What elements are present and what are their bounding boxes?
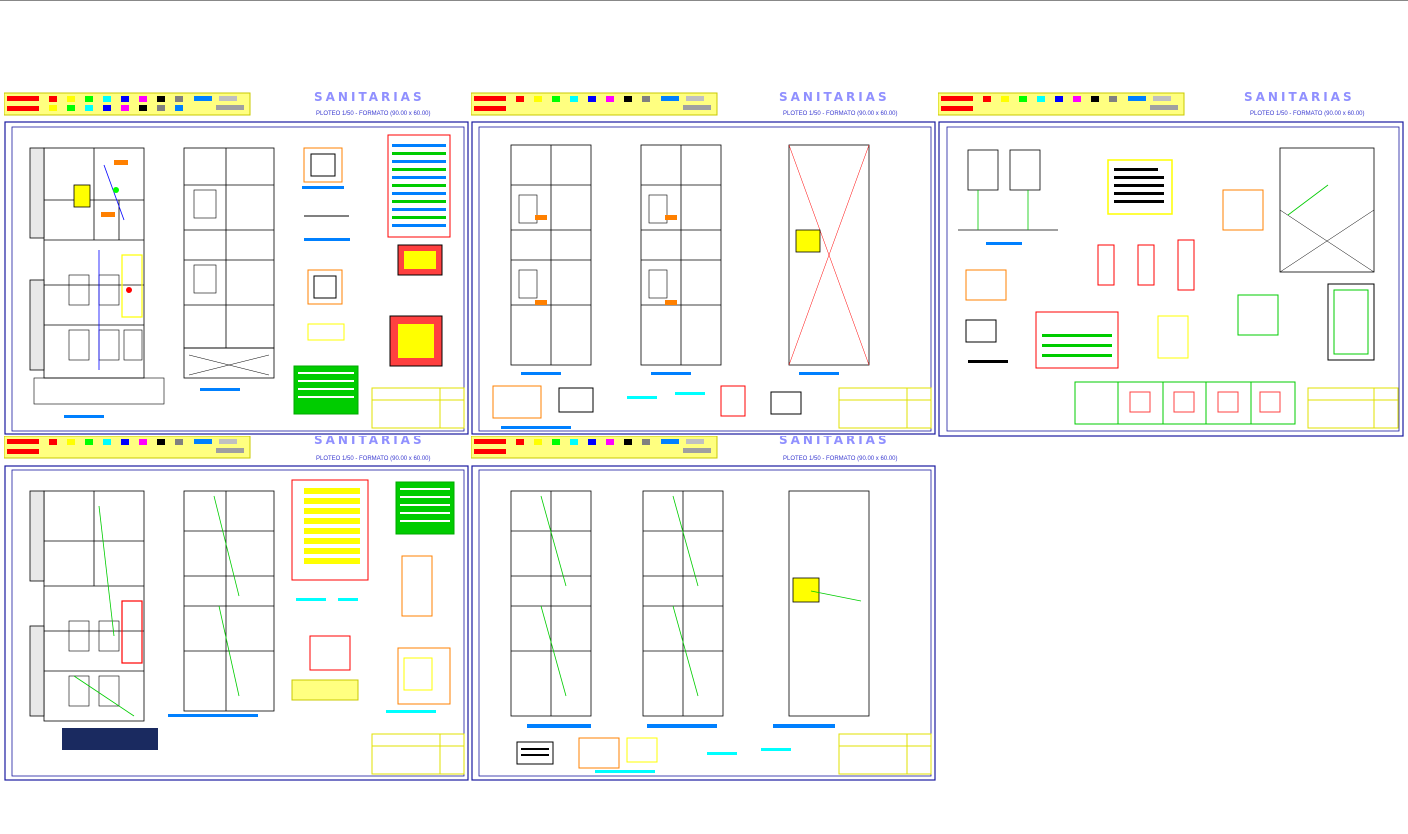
sheet-subtitle: PLOTEO 1/50 - FORMATO (90.00 x 60.00) [783, 111, 898, 117]
notes-box [395, 481, 455, 535]
pipe-markers-b [521, 215, 839, 375]
notes-box-red [1035, 311, 1119, 369]
floor-plan-ground-water [29, 490, 145, 722]
plan-b-caption [200, 388, 240, 391]
sheet-outer-frame [471, 121, 936, 435]
sheet-title: SANITARIAS [314, 436, 425, 447]
sheet-outer-frame [4, 121, 469, 435]
floor-plan-ground [29, 147, 165, 405]
title-block [371, 733, 465, 775]
sheet-5[interactable]: SANITARIAS PLOTEO 1/50 - FORMATO (90.00 … [471, 436, 937, 782]
sheet-inner-frame [946, 126, 1400, 432]
sheet-1-drawing: SANITARIAS PLOTEO 1/50 - FORMATO (90.00 … [4, 90, 469, 435]
sheet-subtitle: PLOTEO 1/50 - FORMATO (90.00 x 60.00) [316, 456, 431, 462]
sheet-inner-frame [478, 469, 932, 777]
sheet-4-drawing: SANITARIAS PLOTEO 1/50 - FORMATO (90.00 … [4, 436, 469, 781]
sheet-outer-frame [938, 121, 1404, 437]
detail-drawings-a [302, 147, 350, 341]
layer-color-strip [938, 92, 1185, 116]
layer-color-strip [471, 92, 718, 116]
sheet-inner-frame [11, 126, 465, 432]
roof-plan [788, 144, 870, 366]
floor-plan-level-2 [510, 144, 592, 366]
sheet-2[interactable]: SANITARIAS PLOTEO 1/50 - FORMATO (90.00 … [471, 90, 937, 436]
sheet-3[interactable]: SANITARIAS PLOTEO 1/50 - FORMATO (90.00 … [938, 90, 1406, 438]
sheet-subtitle: PLOTEO 1/50 - FORMATO (90.00 x 60.00) [1250, 111, 1365, 117]
pipe-markers-a [64, 160, 132, 418]
sheet-inner-frame [478, 126, 932, 432]
bathroom-detail-plan [1279, 147, 1375, 273]
title-block [838, 387, 932, 429]
notes-box [293, 365, 359, 415]
detail-drawings-c [291, 555, 451, 713]
detail-drawings-b [492, 385, 802, 429]
sheet-title: SANITARIAS [314, 90, 425, 104]
sheet-subtitle: PLOTEO 1/50 - FORMATO (90.00 x 60.00) [316, 111, 431, 117]
sheet-outer-frame [471, 465, 936, 781]
sheet-title: SANITARIAS [779, 90, 890, 104]
layer-color-strip [4, 436, 251, 459]
sheet-inner-frame [11, 469, 465, 777]
sheet-3-drawing: SANITARIAS PLOTEO 1/50 - FORMATO (90.00 … [938, 90, 1404, 437]
layer-color-strip [4, 92, 251, 116]
sheet-2-drawing: SANITARIAS PLOTEO 1/50 - FORMATO (90.00 … [471, 90, 936, 435]
sheet-4[interactable]: SANITARIAS PLOTEO 1/50 - FORMATO (90.00 … [4, 436, 470, 782]
sheet-title: SANITARIAS [779, 436, 890, 447]
sheet-title: SANITARIAS [1244, 90, 1355, 104]
riser-details [965, 189, 1264, 363]
tank-details [389, 244, 443, 367]
sheet-1[interactable]: SANITARIAS PLOTEO 1/50 - FORMATO (90.00 … [4, 90, 470, 436]
isometric-water-tanks [958, 149, 1058, 245]
floor-plan-level-2-water [510, 490, 592, 717]
floor-plan-level-3-water [642, 490, 724, 717]
floor-plan-level-3 [640, 144, 722, 366]
title-block [838, 733, 932, 775]
detail-drawings-d [516, 737, 791, 773]
notes-box-black [1107, 159, 1173, 215]
title-block [371, 387, 465, 429]
sheet-outer-frame [4, 465, 469, 781]
floor-plan-typical-water [183, 490, 275, 712]
legend-table [387, 134, 451, 238]
captions [527, 724, 835, 728]
sheet-5-drawing: SANITARIAS PLOTEO 1/50 - FORMATO (90.00 … [471, 436, 936, 781]
layer-color-strip [471, 436, 718, 459]
plan-caption [168, 714, 258, 717]
top-border-line [0, 0, 1408, 1]
legend-table [291, 479, 369, 581]
stair-block [62, 728, 158, 750]
fixture-details [1157, 283, 1375, 361]
sheet-subtitle: PLOTEO 1/50 - FORMATO (90.00 x 60.00) [783, 456, 898, 462]
detail-strip [1074, 381, 1296, 425]
floor-plan-typical [183, 147, 275, 379]
roof-plan-water [788, 490, 870, 717]
title-block [1307, 387, 1399, 429]
